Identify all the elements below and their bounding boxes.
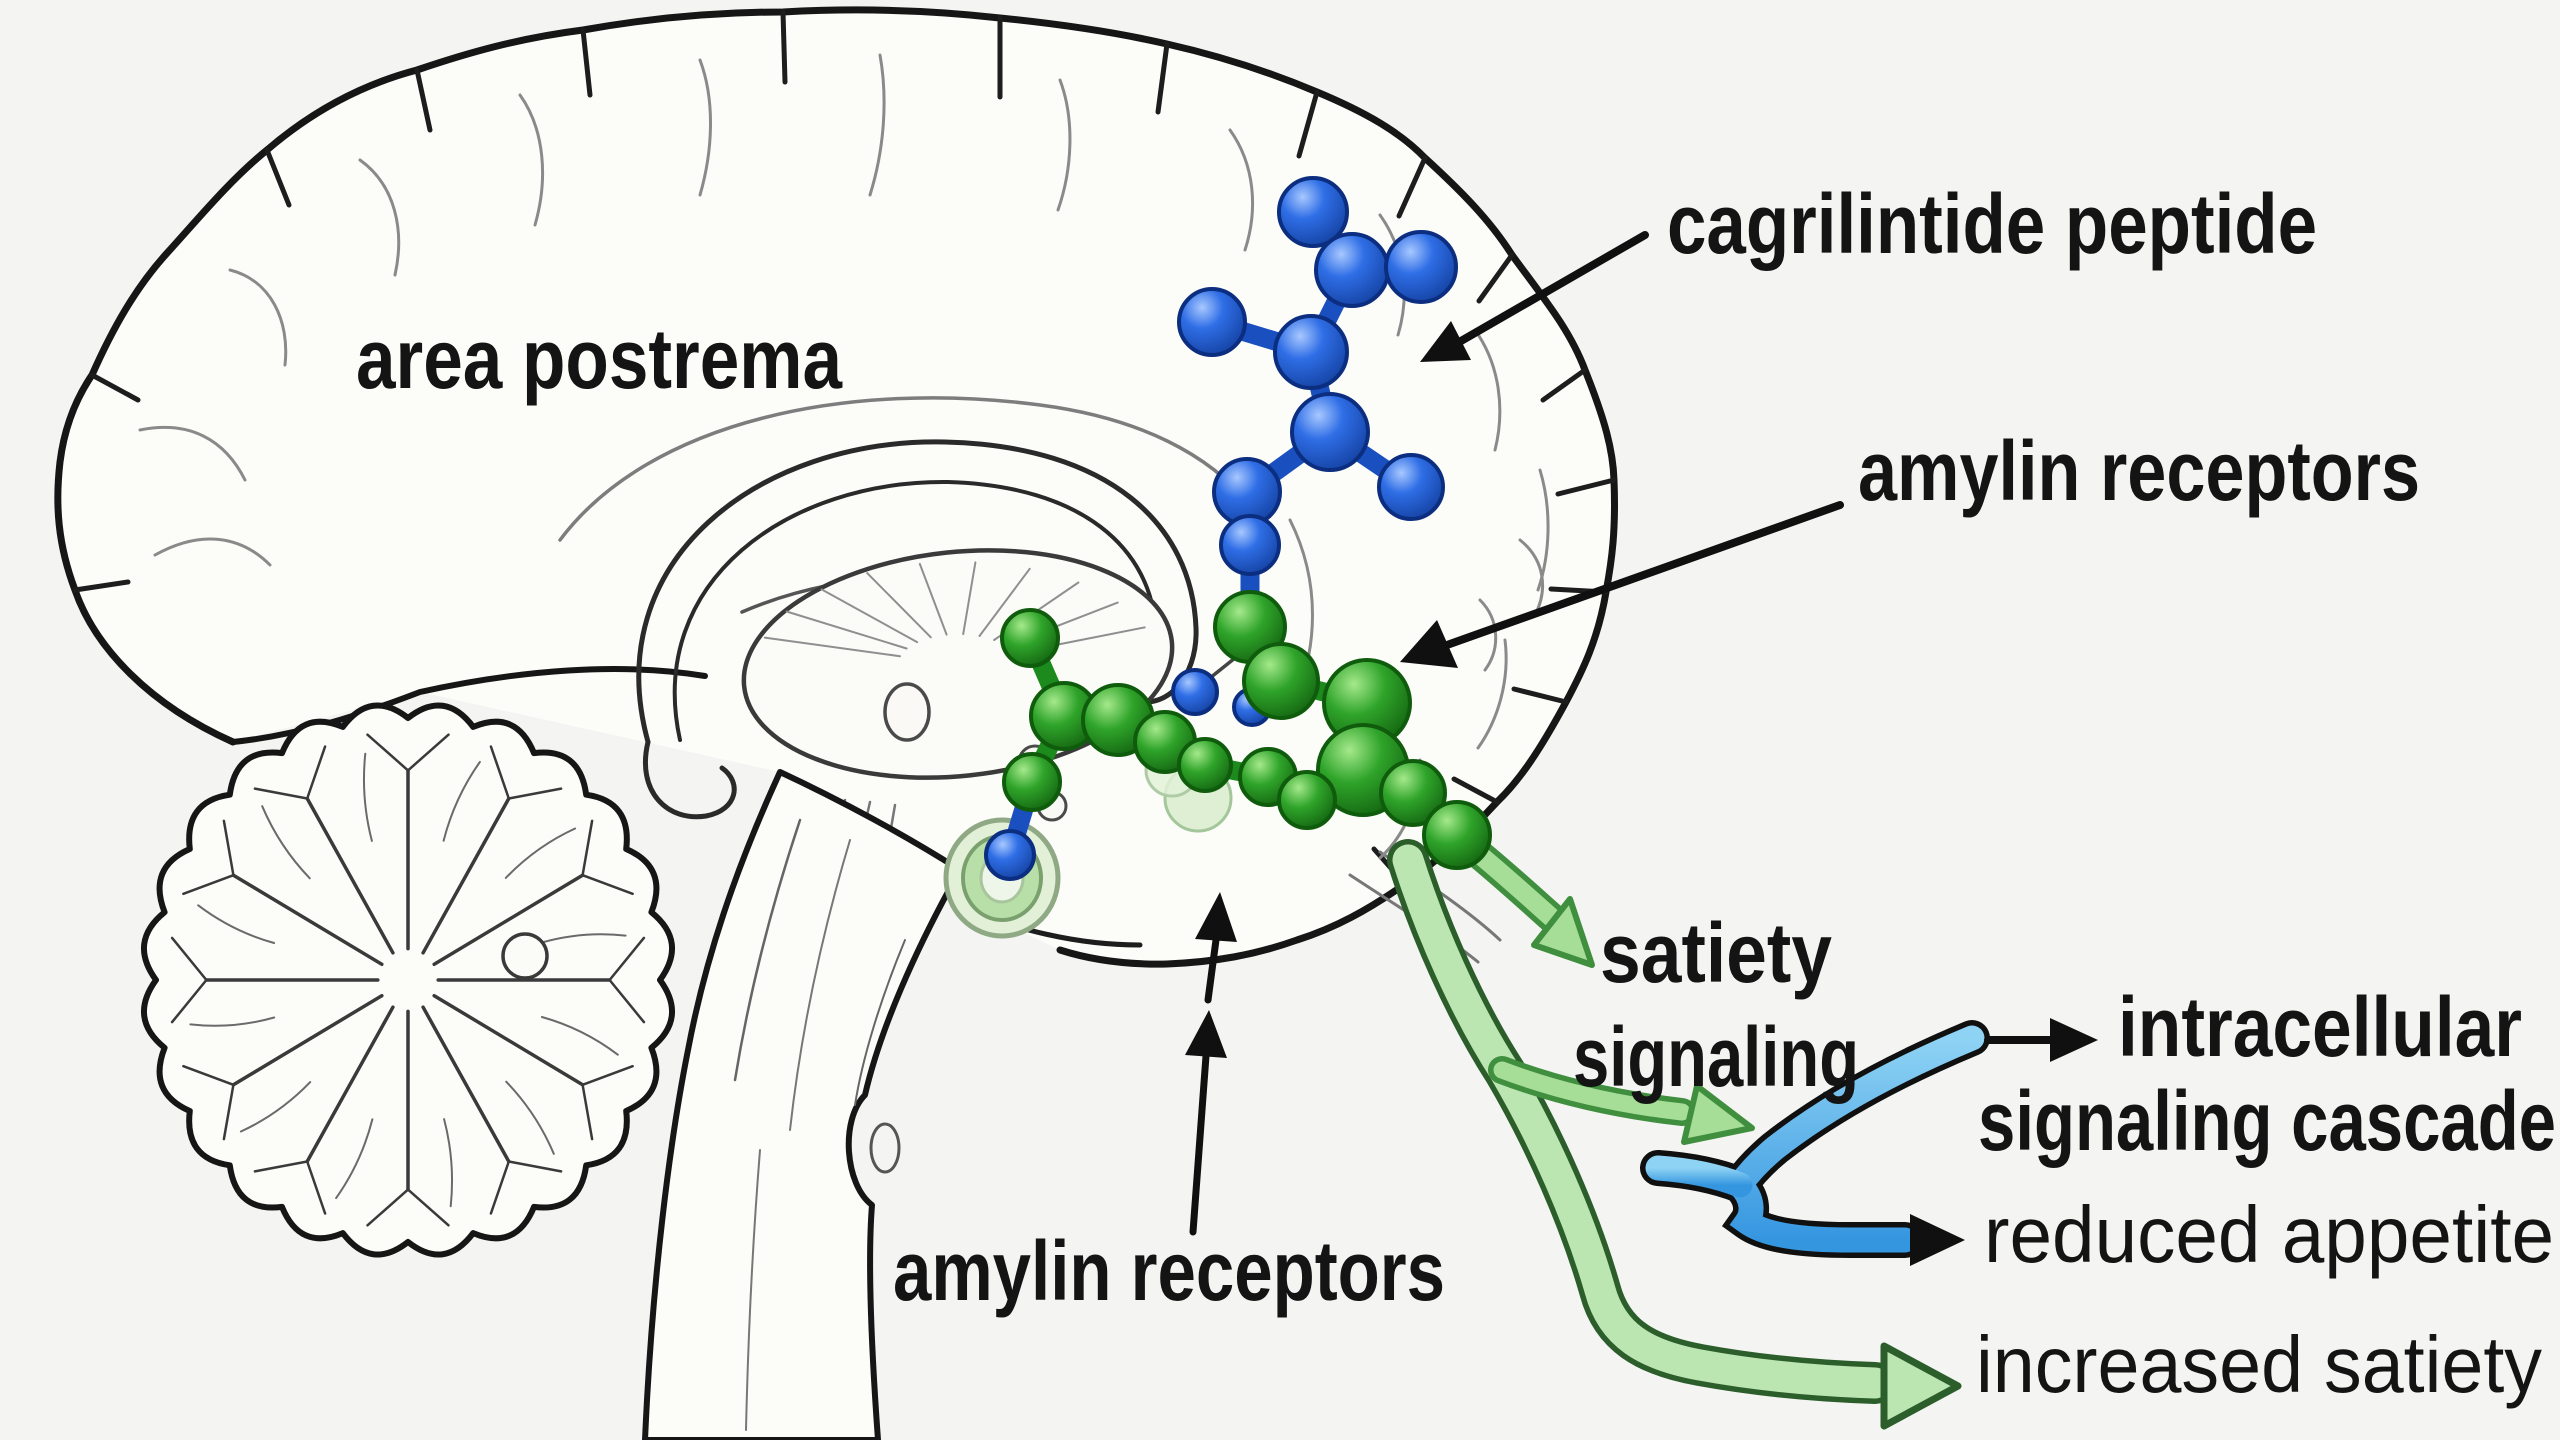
arbor-vitae-twig xyxy=(507,1160,563,1173)
thalamus-fiber-line xyxy=(918,562,948,636)
arbor-vitae-minor xyxy=(442,760,481,842)
arbor-vitae-minor xyxy=(362,752,373,842)
blue-ligand-docked xyxy=(984,829,1036,881)
arbor-vitae-branch xyxy=(231,873,384,967)
arbor-vitae-minor xyxy=(335,1118,374,1200)
blue-ligand-small xyxy=(1171,668,1219,716)
thalamus-fiber-line xyxy=(866,572,932,639)
arbor-vitae-twig xyxy=(489,1160,511,1215)
arbor-vitae-twig xyxy=(366,1188,410,1227)
arbor-vitae-minor xyxy=(443,1118,454,1208)
arbor-vitae-twig xyxy=(581,819,594,877)
arbor-vitae-twig xyxy=(222,819,235,877)
amylin-receptors-bottom-arrow-long xyxy=(1185,1010,1227,1236)
cerebellum xyxy=(141,702,675,1258)
figure-labels: area postrema cagrilintide peptide amyli… xyxy=(356,177,2556,1409)
arbor-vitae-twig xyxy=(608,978,646,1024)
thalamus-fiber-line xyxy=(820,588,919,644)
amylin-receptors-bottom-arrow-short xyxy=(1195,892,1237,1004)
satiety-signaling-label-line2: signaling xyxy=(1573,1010,1859,1104)
arbor-vitae-twig xyxy=(170,978,208,1024)
pons-detail-oval xyxy=(869,1122,901,1174)
arbor-vitae-branch xyxy=(305,1005,395,1164)
cerebellum-scalloped-outline xyxy=(141,702,675,1258)
amylin-receptors-bottom-label: amylin receptors xyxy=(893,1224,1445,1318)
arbor-vitae-twig xyxy=(253,1160,309,1173)
amylin-receptors-top-label: amylin receptors xyxy=(1858,424,2420,518)
reduced-appetite-arrowhead xyxy=(1910,1214,1965,1266)
arbor-vitae-twig xyxy=(253,787,309,800)
arbor-vitae-twig xyxy=(366,733,410,772)
arbor-vitae-twig xyxy=(581,873,634,896)
brain-illustration xyxy=(54,6,1619,1440)
amylin-receptors-top-arrow xyxy=(1400,501,1844,668)
label-arrows xyxy=(1185,231,2098,1236)
intracellular-cascade-label-line1: intracellular xyxy=(2118,980,2522,1074)
cerebrum-outline xyxy=(54,6,1619,968)
arbor-vitae-minor xyxy=(261,805,311,880)
cagrilintide-peptide-label: cagrilintide peptide xyxy=(1667,177,2317,271)
arbor-vitae-minor xyxy=(189,1016,276,1027)
thalamus-fiber-line xyxy=(962,561,977,636)
amylin-receptor-molecule xyxy=(1000,590,1492,870)
arbor-vitae-minor xyxy=(197,904,276,944)
intracellular-signal-band-blue xyxy=(1640,1020,1990,1266)
cagrilintide-arrow xyxy=(1420,231,1649,362)
arbor-vitae-twig xyxy=(581,1064,634,1087)
arbor-vitae-twig xyxy=(406,733,450,772)
arbor-vitae-twig xyxy=(489,745,511,800)
arbor-vitae-minor xyxy=(540,1016,619,1056)
increased-satiety-arrowhead xyxy=(1880,1342,1962,1430)
arbor-vitae-branch xyxy=(231,993,384,1087)
arbor-vitae-branch xyxy=(421,1005,511,1164)
cingulate-sulcus xyxy=(558,396,1252,542)
thalamus-fiber-line xyxy=(978,567,1031,637)
area-postrema-label: area postrema xyxy=(356,312,843,406)
arbor-vitae-minor xyxy=(504,827,577,879)
arbor-vitae-twig xyxy=(182,1064,235,1087)
arbor-vitae-twig xyxy=(507,787,563,800)
cerebrum-fill xyxy=(57,10,1615,965)
arbor-vitae-twig xyxy=(222,1083,235,1141)
brainstem-texture-lines xyxy=(733,818,906,1431)
increased-satiety-label: increased satiety xyxy=(1976,1320,2542,1409)
satiety-signaling-label-line1: satiety xyxy=(1600,906,1832,1000)
thalamus-fiber-line xyxy=(785,610,908,650)
arbor-vitae-twig xyxy=(305,745,327,800)
arbor-vitae-twig xyxy=(305,1160,327,1215)
satiety-short-arrow xyxy=(1465,840,1595,968)
intracellular-cascade-arrow xyxy=(1984,1018,2098,1062)
satiety-signal-band-green xyxy=(1387,839,1962,1430)
arbor-vitae-branch xyxy=(432,873,585,967)
arbor-vitae-twig xyxy=(182,873,235,896)
arbor-vitae-minor xyxy=(540,933,627,944)
arbor-vitae-minor xyxy=(239,1081,312,1133)
arbor-vitae-branch xyxy=(421,796,511,955)
arbor-vitae-twig xyxy=(608,936,646,982)
thalamus-fiber-line xyxy=(763,636,901,658)
arbor-vitae-twig xyxy=(170,936,208,982)
arbor-vitae-branch xyxy=(305,796,395,955)
cerebellum-nodule xyxy=(501,932,549,980)
cagrilintide-peptide-molecule xyxy=(984,176,1458,881)
intracellular-cascade-label-line2: signaling cascade xyxy=(1978,1074,2556,1168)
interthalamic-adhesion xyxy=(883,682,931,742)
arbor-vitae-twig xyxy=(406,1188,450,1227)
arbor-vitae-twig xyxy=(581,1083,594,1141)
reduced-appetite-label: reduced appetite xyxy=(1984,1190,2554,1279)
arbor-vitae-minor xyxy=(505,1080,555,1155)
green-branch-arrow xyxy=(1488,1056,1755,1145)
arbor-vitae-branch xyxy=(432,993,585,1087)
